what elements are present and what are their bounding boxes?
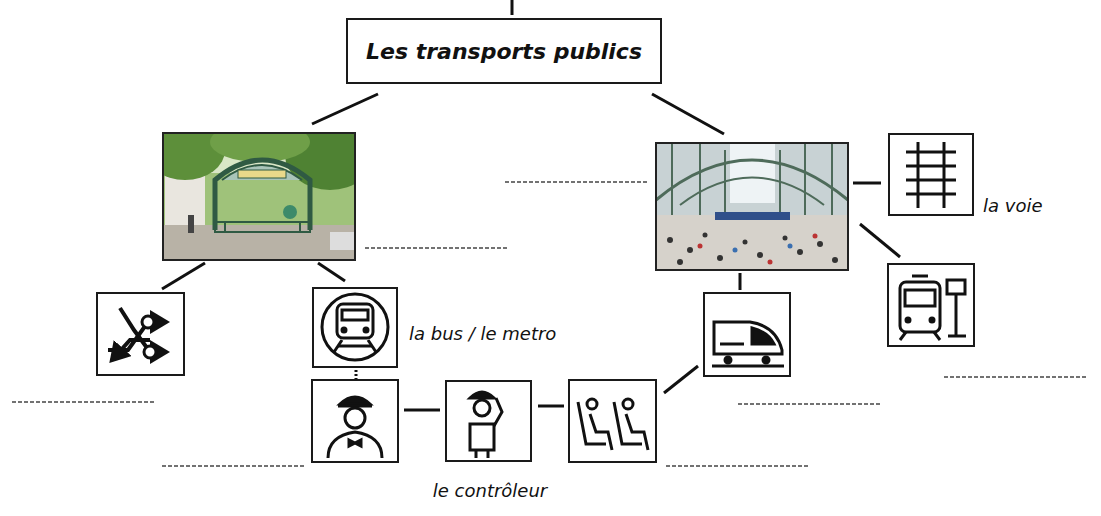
tram-stop-icon — [900, 276, 966, 340]
seats-icon — [578, 399, 648, 450]
icon-label: la bus / le metro — [409, 323, 556, 345]
high-speed-train-icon — [712, 322, 784, 366]
station-photo — [656, 143, 848, 270]
driver-icon — [328, 397, 382, 458]
title-box: Les transports publics — [346, 18, 662, 84]
rail-track-icon — [906, 142, 956, 208]
metro-photo — [145, 120, 375, 260]
metro-icon — [322, 294, 388, 360]
icon-box: la voie — [888, 133, 974, 216]
icon-label: le contrôleur — [433, 480, 547, 502]
network-icon — [108, 308, 166, 360]
connector-lines — [162, 0, 900, 410]
inspector-icon — [470, 392, 502, 458]
icon-box: le contrôleur — [445, 380, 532, 462]
icon-boxes — [97, 264, 974, 462]
icon-box: la bus / le metro — [312, 287, 398, 368]
icon-label: la voie — [983, 195, 1043, 217]
title-text: Les transports publics — [366, 39, 642, 64]
